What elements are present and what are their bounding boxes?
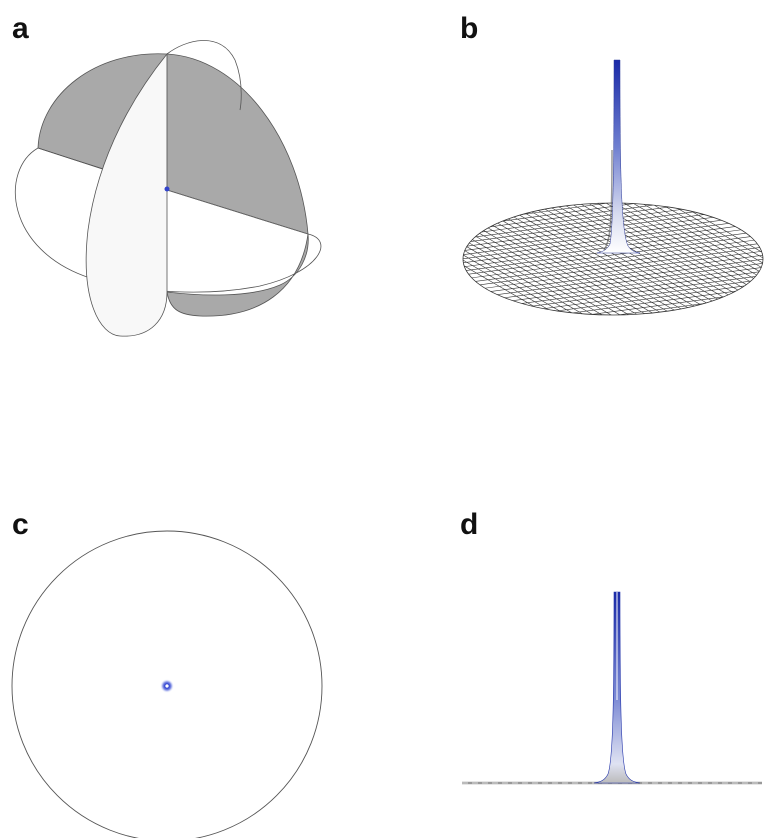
panel-b-spike-surface (462, 59, 764, 316)
mesh-line (463, 203, 679, 315)
mesh-line (577, 203, 763, 315)
mesh-line (617, 203, 763, 315)
panel-label-c: c (12, 508, 29, 541)
spike-shadow-b (603, 149, 613, 251)
mesh-line (463, 203, 579, 315)
panel-c-top-view (11, 530, 323, 838)
panel-label-a: a (12, 12, 29, 45)
spike-peak-b (596, 59, 641, 254)
mesh-line (547, 203, 763, 315)
mesh-line (463, 230, 763, 288)
center-dot-core-c (165, 684, 169, 688)
mesh-line (637, 203, 763, 315)
mesh-line (463, 203, 589, 315)
mesh-line (587, 203, 763, 315)
mesh-line (463, 203, 569, 315)
mesh-line (627, 203, 763, 315)
plane-a-lower-shade (166, 233, 309, 317)
mesh-line (463, 203, 609, 315)
plane-a-vertical-rim (166, 40, 242, 111)
mesh-line (463, 203, 659, 315)
plane-a-back-right (166, 53, 309, 235)
mesh-line (607, 203, 763, 315)
mesh-line (463, 203, 619, 315)
mesh-line (537, 203, 763, 315)
mesh-line (463, 203, 599, 315)
mesh-line (463, 203, 629, 315)
plane-a-axis-right (166, 189, 309, 235)
panel-a-orthogonal-planes (15, 40, 322, 337)
mesh-line (597, 203, 763, 315)
plane-a-vertical-light (85, 52, 168, 337)
mesh-line (463, 203, 639, 315)
mesh-line (557, 203, 763, 315)
mesh-line (657, 203, 763, 315)
center-point-a (164, 186, 170, 192)
mesh-line (647, 203, 763, 315)
panel-d-side-view (462, 591, 762, 785)
panel-label-b: b (460, 12, 479, 45)
panel-label-d: d (460, 508, 479, 541)
